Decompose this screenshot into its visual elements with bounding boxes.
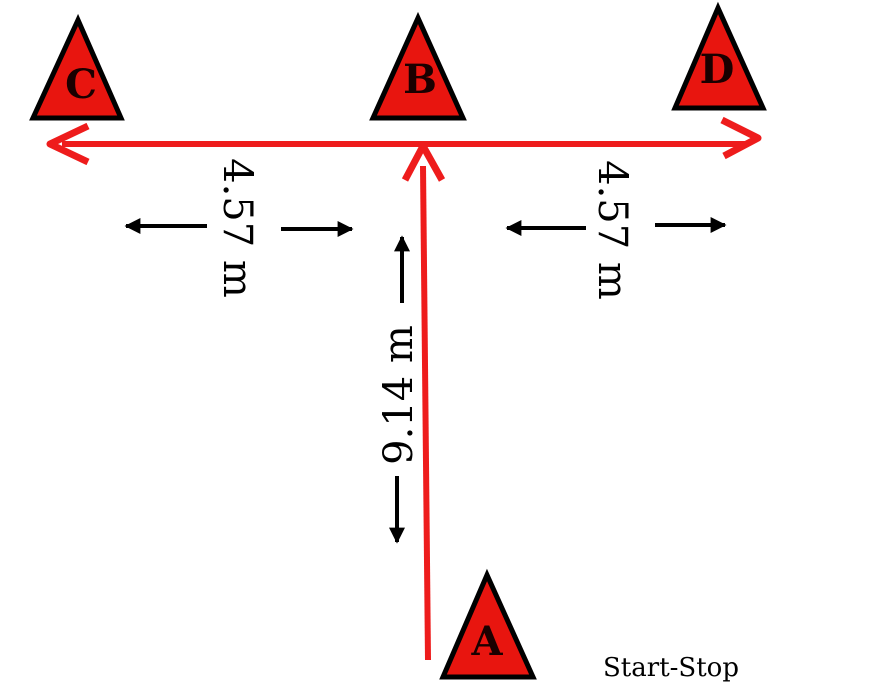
start-stop-caption: Start-Stop bbox=[603, 653, 739, 683]
cone-c-shape bbox=[29, 13, 125, 121]
cone-a: A bbox=[439, 568, 537, 680]
cone-d-label: D bbox=[700, 46, 735, 93]
cone-c-label: C bbox=[65, 61, 97, 108]
dimension-arrows bbox=[124, 217, 727, 544]
forward-path-arrowhead bbox=[401, 142, 446, 182]
forward-distance-label: 9.14 m bbox=[376, 325, 422, 465]
left-path-arrowhead bbox=[46, 122, 90, 166]
cone-d-shape bbox=[671, 1, 767, 111]
right-path-arrowhead bbox=[720, 116, 762, 160]
cone-b-shape bbox=[369, 11, 467, 121]
right-lateral-distance-label: 4.57 m bbox=[589, 160, 635, 300]
cone-b-label: B bbox=[403, 56, 437, 103]
forward-path-line bbox=[420, 165, 431, 661]
left-lateral-distance-label: 4.57 m bbox=[214, 158, 260, 298]
cone-a-label: A bbox=[470, 618, 503, 665]
cone-c: C bbox=[29, 13, 125, 121]
running-path bbox=[46, 116, 762, 661]
cone-a-shape bbox=[439, 568, 537, 680]
cone-b: B bbox=[369, 11, 467, 121]
cone-d: D bbox=[671, 1, 767, 111]
